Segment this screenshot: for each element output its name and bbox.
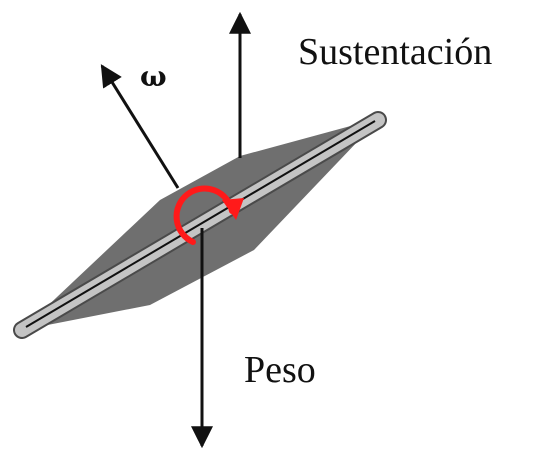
weight-label: Peso — [244, 349, 316, 391]
lift-label: Sustentación — [298, 31, 492, 73]
omega-arrow — [100, 64, 180, 189]
rotation-arrow-icon — [173, 185, 235, 245]
omega-label: ω — [140, 60, 167, 93]
rotation-arrowhead-icon — [222, 198, 244, 220]
wing-axis-line — [25, 120, 376, 328]
